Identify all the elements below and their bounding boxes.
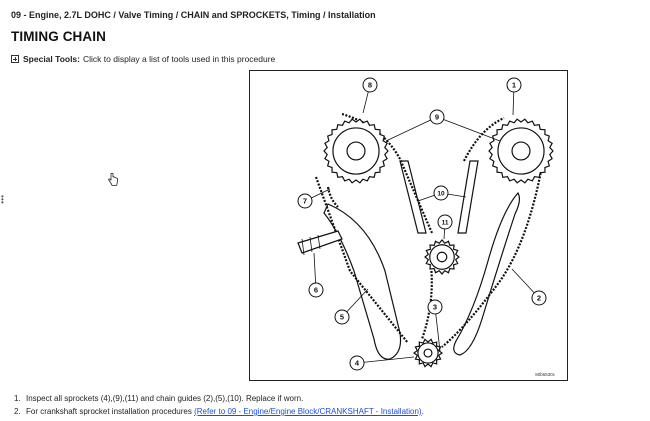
callout-leader [436, 116, 501, 142]
timing-chain-figure: 1 2 3 4 5 6 7 8 9 10 11 80b6530c [249, 70, 568, 381]
page-title: TIMING CHAIN [11, 29, 106, 44]
callout-number: 1 [512, 81, 516, 90]
callout-leader [385, 116, 438, 142]
step-item: 1.Inspect all sprockets (4),(9),(11) and… [14, 394, 304, 403]
callout-bubble [349, 355, 365, 371]
callout-number: 3 [433, 303, 437, 312]
plus-square-icon[interactable] [11, 55, 19, 63]
breadcrumb: 09 - Engine, 2.7L DOHC / Valve Timing / … [11, 10, 376, 20]
hand-cursor-icon [108, 173, 118, 186]
callout-number: 4 [355, 359, 360, 368]
callout-bubble [334, 309, 350, 325]
callout-bubble [362, 77, 378, 93]
callout-number: 5 [340, 313, 344, 322]
callout-bubble [308, 282, 324, 298]
callout-number: 6 [314, 286, 318, 295]
callout-bubble [427, 299, 443, 315]
callout-number: 2 [537, 294, 541, 303]
step-item: 2.For crankshaft sprocket installation p… [14, 407, 424, 416]
procedure-steps: 1.Inspect all sprockets (4),(9),(11) and… [14, 392, 424, 418]
callout-leader [356, 356, 415, 364]
timing-chain-diagram: 1 2 3 4 5 6 7 8 9 10 11 80b6530c [297, 77, 556, 377]
callout-number: 11 [442, 220, 449, 227]
drag-handle-icon[interactable]: ••• [1, 192, 4, 207]
callout-bubble [531, 290, 547, 306]
special-tools-label: Special Tools: [23, 54, 80, 64]
callout-number: 7 [303, 197, 307, 206]
callout-bubble [297, 193, 313, 209]
callout-bubble [437, 214, 453, 230]
callout-bubble [433, 185, 449, 201]
callout-number: 9 [435, 113, 439, 122]
refer-crankshaft-installation-link[interactable]: (Refer to 09 - Engine/Engine Block/CRANK… [194, 407, 422, 416]
special-tools-row[interactable]: Special Tools: Click to display a list o… [11, 53, 275, 65]
figure-id: 80b6530c [535, 372, 556, 377]
callout-number: 8 [368, 81, 372, 90]
callout-number: 10 [437, 191, 445, 198]
callout-bubble [429, 109, 445, 125]
special-tools-text[interactable]: Click to display a list of tools used in… [83, 54, 276, 64]
callout-bubble [506, 77, 522, 93]
